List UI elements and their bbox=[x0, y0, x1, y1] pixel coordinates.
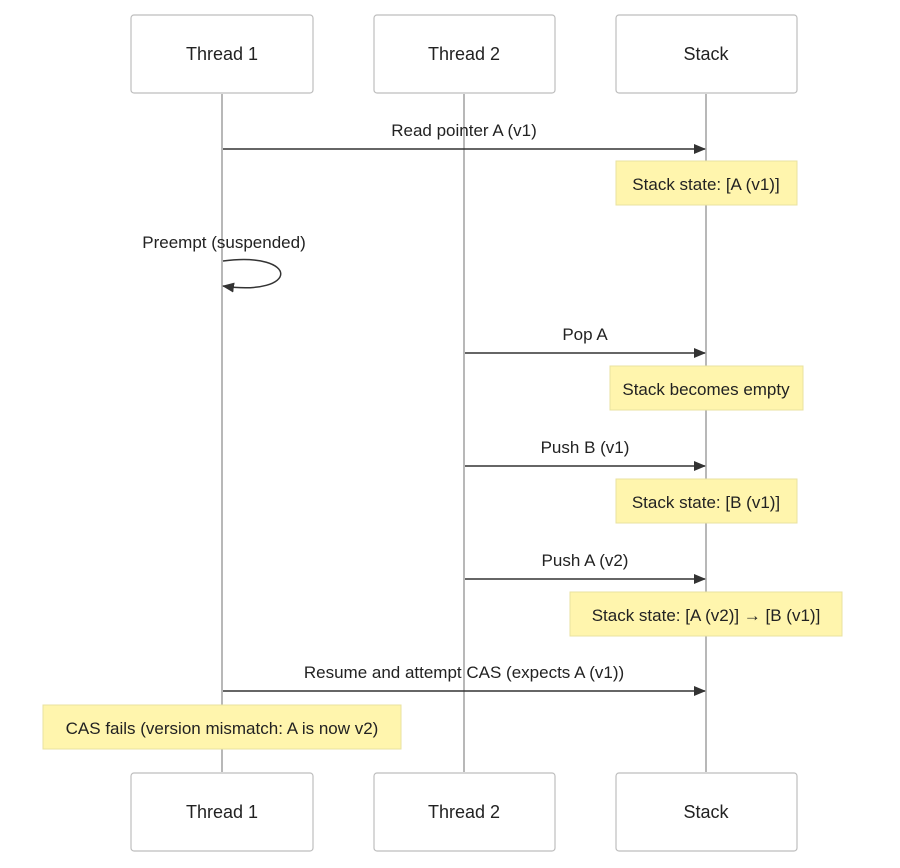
actor-top-stack: Stack bbox=[615, 14, 798, 94]
note-label: Stack state: [B (v1)] bbox=[632, 493, 780, 512]
message-label-resume-cas: Resume and attempt CAS (expects A (v1)) bbox=[304, 663, 624, 682]
actor-label: Thread 2 bbox=[428, 44, 500, 64]
message-label-push-a-v2: Push A (v2) bbox=[542, 551, 629, 570]
note-cas-fails: CAS fails (version mismatch: A is now v2… bbox=[42, 704, 402, 750]
actor-bottom-stack: Stack bbox=[615, 772, 798, 852]
actor-bottom-thread-1: Thread 1 bbox=[130, 772, 314, 852]
note-stack-becomes-empty: Stack becomes empty bbox=[609, 365, 804, 411]
note-stack-state-b-v1: Stack state: [B (v1)] bbox=[615, 478, 798, 524]
note-stack-state-a-v1: Stack state: [A (v1)] bbox=[615, 160, 798, 206]
message-label-preempt: Preempt (suspended) bbox=[142, 233, 305, 252]
actor-label: Stack bbox=[683, 44, 729, 64]
actor-label: Thread 2 bbox=[428, 802, 500, 822]
actor-label: Thread 1 bbox=[186, 802, 258, 822]
note-stack-state-a-v2-b-v1: Stack state: [A (v2)] → [B (v1)] bbox=[569, 591, 843, 637]
actor-top-thread-2: Thread 2 bbox=[373, 14, 556, 94]
message-label-read-pointer: Read pointer A (v1) bbox=[391, 121, 537, 140]
actor-top-thread-1: Thread 1 bbox=[130, 14, 314, 94]
note-label: Stack state: [A (v2)] → [B (v1)] bbox=[592, 606, 821, 625]
message-label-pop-a: Pop A bbox=[562, 325, 608, 344]
note-label: Stack becomes empty bbox=[622, 380, 790, 399]
message-arrow-preempt-self-loop bbox=[222, 258, 282, 293]
message-label-push-b: Push B (v1) bbox=[541, 438, 630, 457]
actor-bottom-thread-2: Thread 2 bbox=[373, 772, 556, 852]
actor-label: Stack bbox=[683, 802, 729, 822]
note-label: CAS fails (version mismatch: A is now v2… bbox=[66, 719, 379, 738]
note-label: Stack state: [A (v1)] bbox=[632, 175, 779, 194]
actor-label: Thread 1 bbox=[186, 44, 258, 64]
